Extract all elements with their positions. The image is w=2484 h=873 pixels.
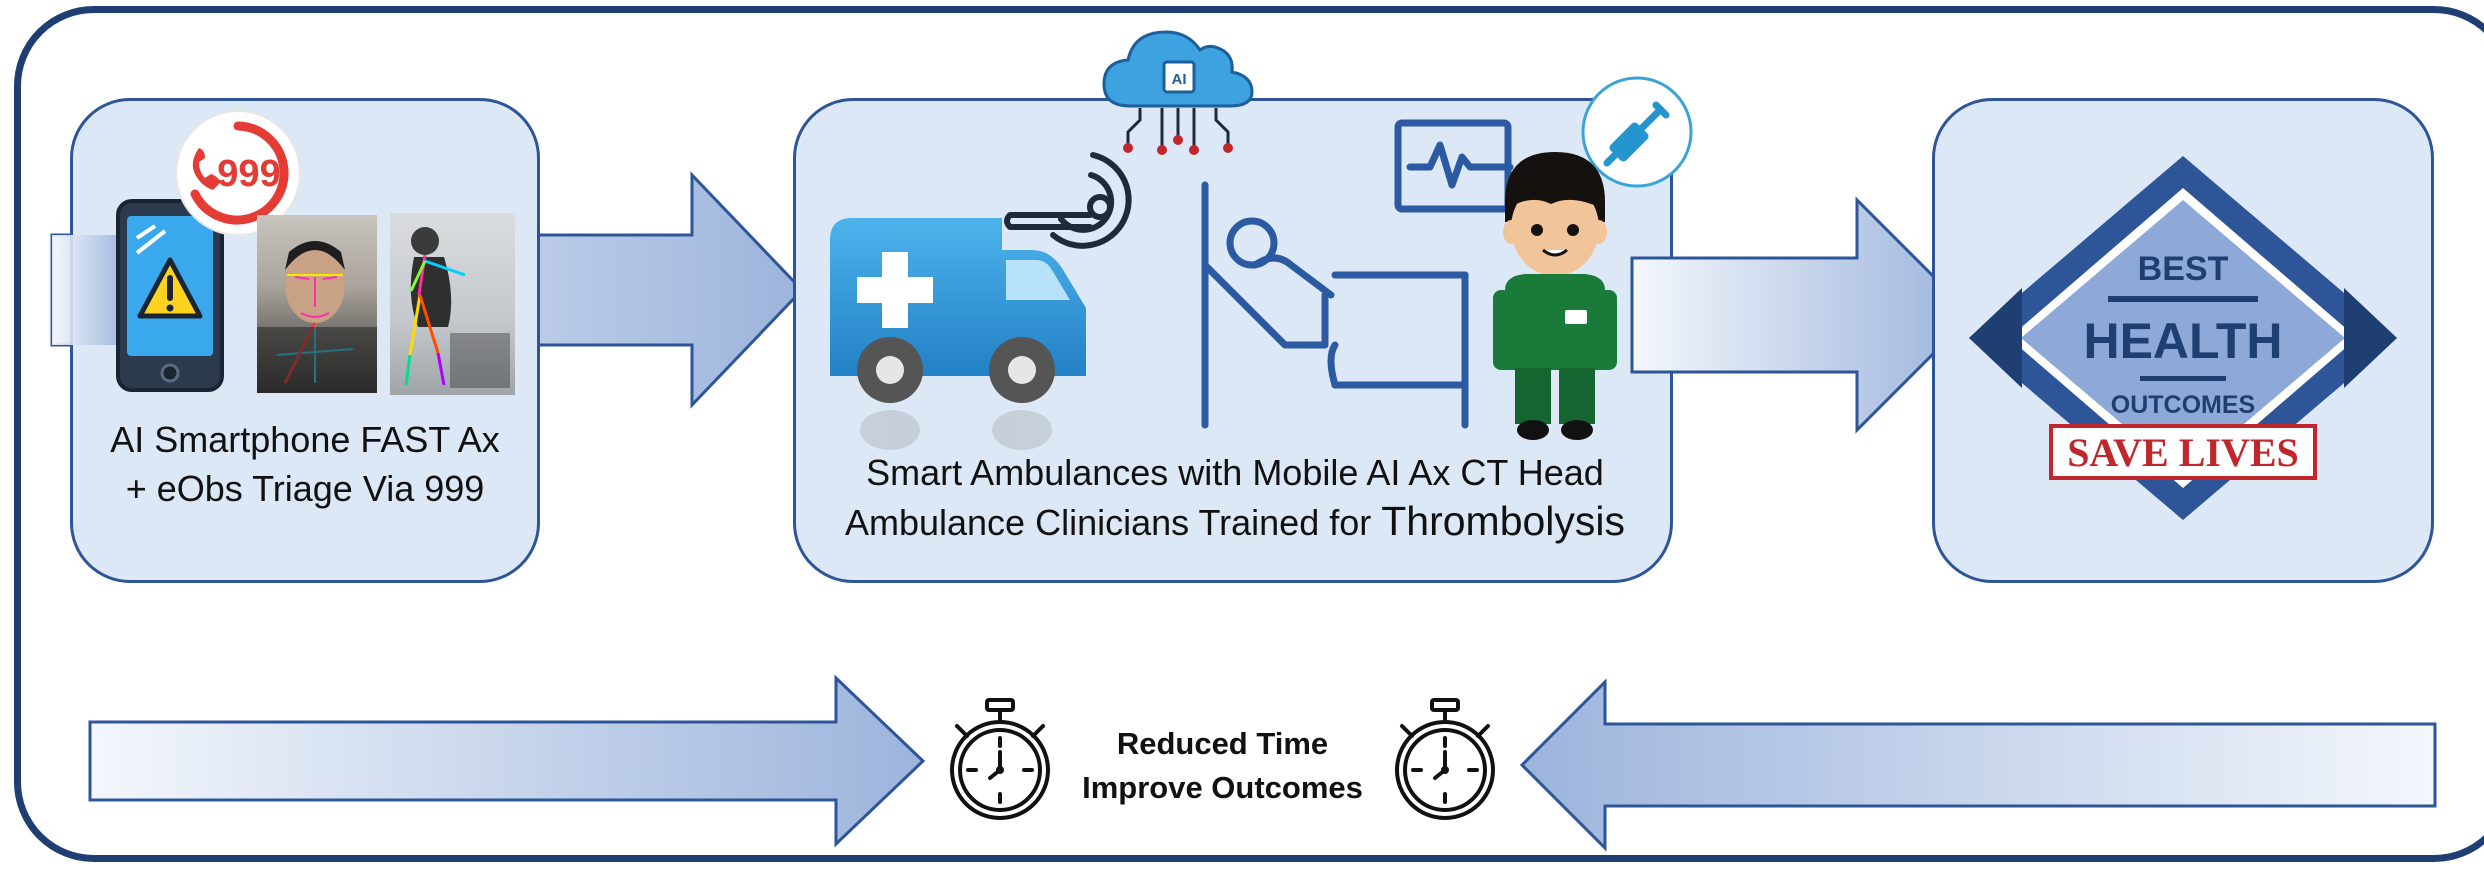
svg-text:AI: AI [1172, 71, 1187, 88]
svg-text:OUTCOMES: OUTCOMES [2111, 391, 2255, 419]
emergency-call-999-icon: 999 [175, 110, 301, 236]
panel-left-caption-line1: AI Smartphone FAST Ax [110, 419, 500, 460]
panel-center-caption-line1: Smart Ambulances with Mobile AI Ax CT He… [866, 452, 1604, 493]
ct-scanner-icon [1004, 152, 1132, 249]
svg-text:BEST: BEST [2138, 250, 2229, 288]
best-health-outcomes-badge: BEST HEALTH OUTCOMES SAVE LIVES [1969, 156, 2397, 520]
arrow-bottom-left-pointing [1519, 678, 2437, 852]
ai-cloud-icon: AI [1102, 30, 1254, 155]
panel-center-caption: Smart Ambulances with Mobile AI Ax CT He… [800, 448, 1670, 547]
smartphone-warning-icon [116, 199, 224, 392]
panel-center-caption-line2: Ambulance Clinicians Trained for Thrombo… [800, 497, 1670, 547]
arrow-left-inner [52, 235, 122, 345]
svg-text:HEALTH: HEALTH [2083, 313, 2282, 369]
clinician-icon [1493, 152, 1617, 440]
panel-center-caption-emphasis: Thrombolysis [1381, 498, 1626, 544]
panel-left-caption-line2: + eObs Triage Via 999 [125, 468, 485, 509]
outer-frame [14, 6, 2484, 862]
reduced-time-line1: Reduced Time [1116, 726, 1329, 761]
stopwatch-icon-left [950, 698, 1050, 820]
svg-text:999: 999 [217, 153, 280, 195]
hospital-bed-monitor-icon [1201, 119, 1514, 429]
stopwatch-icon-right [1395, 698, 1495, 820]
face-pose-tracking-thumbnail [257, 215, 377, 393]
svg-text:SAVE LIVES: SAVE LIVES [2067, 430, 2299, 475]
reduced-time-caption: Reduced Time Improve Outcomes [1060, 722, 1385, 810]
panel-center-caption-line2-prefix: Ambulance Clinicians Trained for [844, 502, 1382, 543]
ambulance-icon [830, 218, 1086, 450]
arrow-center-to-right [1630, 196, 1975, 434]
arrow-bottom-right-pointing [88, 674, 926, 848]
syringe-icon [1581, 76, 1693, 188]
panel-left-caption: AI Smartphone FAST Ax + eObs Triage Via … [80, 415, 530, 513]
body-pose-tracking-thumbnail [390, 213, 515, 395]
reduced-time-line2: Improve Outcomes [1082, 770, 1363, 805]
